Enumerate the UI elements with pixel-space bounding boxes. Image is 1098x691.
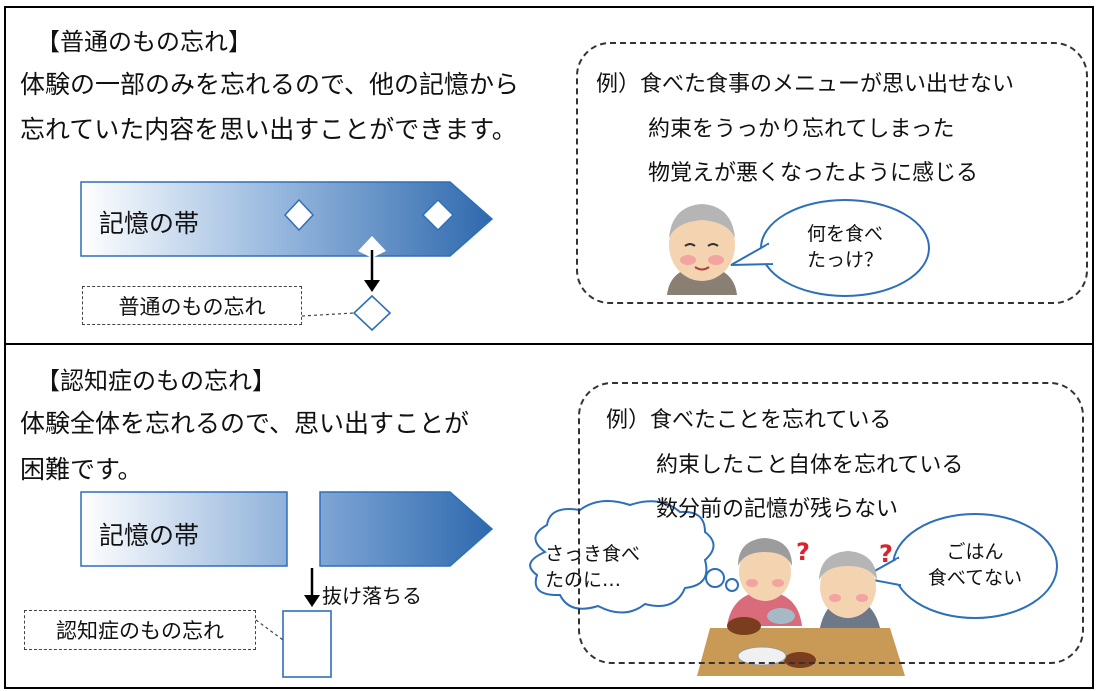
memory-band-normal	[80, 181, 494, 258]
normal-description-line2: 忘れていた内容を思い出すことができます。	[20, 115, 517, 144]
elderly-couple-icon: ? ?	[697, 538, 905, 676]
normal-example-3: 物覚えが悪くなったように感じる	[648, 161, 979, 186]
memory-diamond-2	[421, 198, 455, 232]
memory-diamond-1	[283, 198, 315, 232]
dementia-description-line1: 体験全体を忘れるので、思い出すことが	[20, 409, 470, 438]
thought-bubble	[529, 500, 739, 614]
lost-memory-block	[282, 610, 332, 678]
normal-speech-text: 何を食べたっけ？	[806, 223, 883, 271]
normal-example-2: 約束をうっかり忘れてしまった	[648, 117, 955, 142]
normal-examples-callout	[576, 42, 1088, 304]
dementia-forgetting-label: 認知症のもの忘れ	[24, 610, 256, 650]
leader-line-normal	[301, 312, 355, 317]
forgotten-memory-diamond	[352, 294, 392, 332]
speech-bubble-dementia	[859, 513, 1058, 619]
normal-band-label: 記憶の帯	[99, 209, 200, 238]
normal-forgetting-panel	[4, 6, 1094, 345]
svg-text:?: ?	[879, 540, 893, 568]
dementia-example-2: 約束したこと自体を忘れている	[656, 453, 964, 478]
dementia-description-line2: 困難です。	[20, 455, 143, 484]
dementia-band-label: 記憶の帯	[99, 521, 200, 550]
dementia-example-1: 例）食べたことを忘れている	[606, 408, 892, 433]
dementia-example-3: 数分前の記憶が残らない	[656, 497, 899, 522]
dementia-speech-text: ごはん食べてない	[927, 541, 1023, 589]
leader-line-dementia	[255, 619, 284, 641]
svg-text:?: ?	[796, 538, 810, 566]
dementia-forgetting-panel	[4, 343, 1094, 689]
arrow-down-normal	[364, 250, 380, 292]
memory-band-dementia	[80, 491, 494, 567]
dropout-label: 抜け落ちる	[322, 584, 422, 608]
normal-description-line1: 体験の一部のみを忘れるので、他の記憶から	[20, 70, 520, 99]
thought-bubble-text: さっき食べたのに…	[545, 543, 641, 591]
elderly-man-icon	[667, 204, 737, 295]
memory-gap-notch	[358, 236, 386, 258]
dementia-heading: 【認知症のもの忘れ】	[36, 367, 276, 395]
speech-bubble-normal	[730, 199, 930, 297]
arrow-down-dementia	[304, 568, 320, 607]
dementia-examples-callout	[578, 382, 1084, 664]
normal-forgetting-label: 普通のもの忘れ	[82, 286, 302, 325]
normal-heading: 【普通のもの忘れ】	[36, 28, 252, 56]
normal-example-1: 例）食べた食事のメニューが思い出せない	[596, 72, 1015, 97]
